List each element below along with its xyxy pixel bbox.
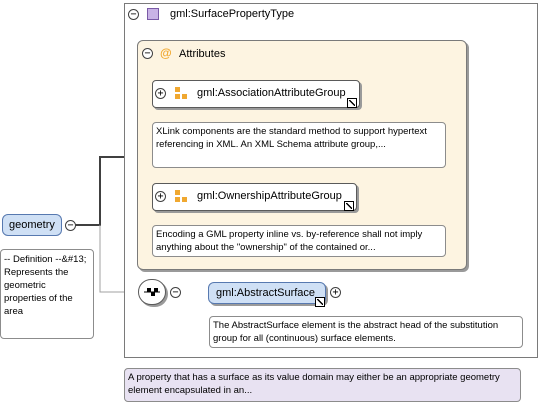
ownership-expand-button[interactable]: + <box>155 191 166 202</box>
abstract-surface-doc: The AbstractSurface element is the abstr… <box>209 316 523 348</box>
sequence-icon <box>144 288 160 296</box>
geometry-element-name: geometry <box>9 219 55 231</box>
reference-arrow-icon <box>347 98 357 108</box>
sequence-compositor[interactable] <box>138 279 166 305</box>
sequence-collapse-button[interactable]: − <box>170 287 181 298</box>
attributes-label: Attributes <box>179 48 226 60</box>
association-group-name: gml:AssociationAttributeGroup <box>197 87 346 99</box>
ownership-group-doc: Encoding a GML property inline vs. by-re… <box>152 225 446 257</box>
abstract-surface-expand-button[interactable]: + <box>330 287 341 298</box>
association-group-doc: XLink components are the standard method… <box>152 122 446 168</box>
abstract-surface-name: gml:AbstractSurface <box>216 287 316 299</box>
association-expand-button[interactable]: + <box>155 88 166 99</box>
type-doc: A property that has a surface as its val… <box>124 368 521 402</box>
connector-geometry-to-type <box>75 156 124 226</box>
reference-arrow-icon <box>344 201 354 211</box>
geometry-element[interactable] <box>2 214 62 236</box>
reference-arrow-icon <box>315 297 325 307</box>
geometry-doc: -- Definition --&#13; Represents the geo… <box>0 249 94 339</box>
geometry-collapse-button[interactable]: − <box>65 220 76 231</box>
abstract-surface-element[interactable] <box>208 282 326 304</box>
at-sign-icon: @ <box>160 46 172 60</box>
complex-type-icon <box>147 8 159 20</box>
attributes-collapse-button[interactable]: − <box>142 48 153 59</box>
type-collapse-button[interactable]: − <box>128 9 139 20</box>
attribute-group-icon <box>175 87 188 100</box>
attribute-group-icon <box>175 190 188 203</box>
ownership-group-name: gml:OwnershipAttributeGroup <box>197 190 342 202</box>
type-title: gml:SurfacePropertyType <box>170 8 295 20</box>
